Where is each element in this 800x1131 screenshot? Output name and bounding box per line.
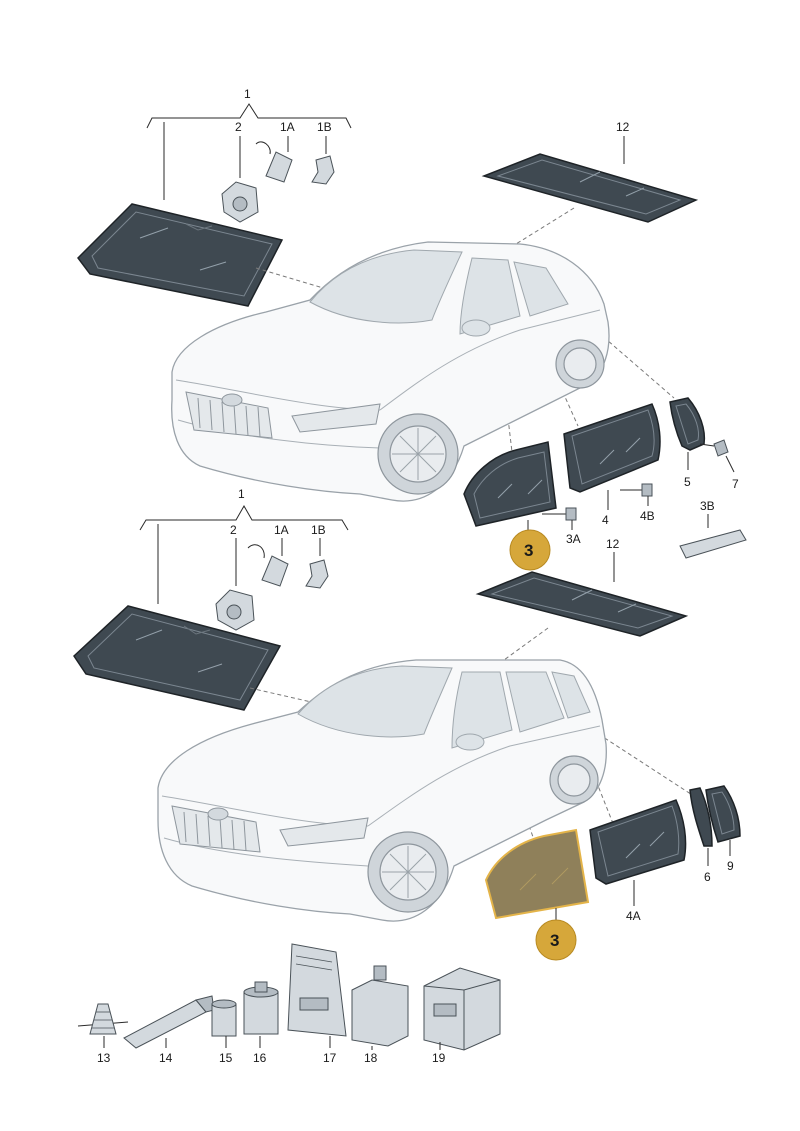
callout-1B-top: 1B [317, 120, 332, 134]
bracket-1B-top: 1B [311, 120, 335, 185]
rear-side-glass-9: 9 [705, 785, 741, 873]
callout-12-bottom: 12 [606, 537, 620, 551]
callout-2-top: 2 [235, 120, 242, 134]
callout-9: 9 [727, 859, 734, 873]
callout-13: 13 [97, 1051, 111, 1065]
callout-1A-bottom: 1A [274, 523, 289, 537]
clip-4B: 4B [620, 483, 655, 523]
bottle-15: 15 [211, 999, 237, 1065]
callout-7: 7 [732, 477, 739, 491]
callout-1-top: 1 [244, 87, 251, 101]
bracket-1A-top: 1A [255, 120, 295, 183]
callout-15: 15 [219, 1051, 233, 1065]
callout-1B-bottom: 1B [311, 523, 326, 537]
callout-3A: 3A [566, 532, 581, 546]
callout-4A: 4A [626, 909, 641, 923]
callout-4: 4 [602, 513, 609, 527]
group-1-bracket-top: 1 [146, 87, 352, 200]
rear-door-glass-4-top: 4 [563, 403, 661, 527]
callout-6: 6 [704, 870, 711, 884]
tube-14: 14 [123, 995, 215, 1065]
quarter-glass-6: 6 [689, 787, 713, 884]
callout-12-top: 12 [616, 120, 630, 134]
callout-18: 18 [364, 1051, 378, 1065]
badge-3-top: 3 [509, 529, 551, 571]
top-sedan-group: 1 2 1A 1B [77, 87, 747, 571]
quarter-glass-5: 5 [669, 397, 706, 489]
front-door-glass-3-bottom-highlighted [484, 828, 590, 926]
badge-3-bottom: 3 [535, 919, 577, 961]
callout-16: 16 [253, 1051, 267, 1065]
callout-3B: 3B [700, 499, 715, 513]
callout-1-bottom: 1 [238, 487, 245, 501]
callout-5: 5 [684, 475, 691, 489]
nozzle-13: 13 [77, 1003, 129, 1065]
callout-17: 17 [323, 1051, 337, 1065]
callout-14: 14 [159, 1051, 173, 1065]
canister-16: 16 [243, 981, 279, 1065]
estate-car [157, 659, 607, 922]
bracket-1B-bottom: 1B [305, 523, 329, 589]
callout-19: 19 [432, 1051, 446, 1065]
windscreen-top [77, 203, 284, 307]
clip-7: 7 [699, 439, 739, 491]
sedan-car [171, 241, 610, 502]
bottle-18: 18 [351, 965, 409, 1065]
callout-2-bottom: 2 [230, 523, 237, 537]
accessories-row: 13 14 15 16 [77, 943, 501, 1065]
roof-glass-12-top: 12 [481, 120, 699, 223]
box-19: 19 [423, 967, 501, 1065]
rear-door-glass-4A: 4A [589, 799, 687, 923]
bracket-1A-bottom: 1A [247, 523, 289, 587]
badge-3-top-label: 3 [524, 541, 533, 560]
pouch-17: 17 [287, 943, 347, 1065]
front-door-glass-3-top [463, 441, 557, 530]
sensor-mount-2-top: 2 [221, 120, 259, 223]
clip-3A: 3A [542, 507, 581, 546]
windscreen-bottom [73, 605, 282, 711]
bottom-estate-group: 1 2 1A 1B [73, 487, 741, 961]
roof-glass-12-bottom: 12 [475, 537, 689, 637]
callout-4B: 4B [640, 509, 655, 523]
sensor-mount-2-bottom: 2 [215, 523, 255, 631]
callout-1A-top: 1A [280, 120, 295, 134]
badge-3-bottom-label: 3 [550, 931, 559, 950]
group-1-bracket-bottom: 1 [139, 487, 349, 604]
strip-3B: 3B [679, 499, 747, 559]
